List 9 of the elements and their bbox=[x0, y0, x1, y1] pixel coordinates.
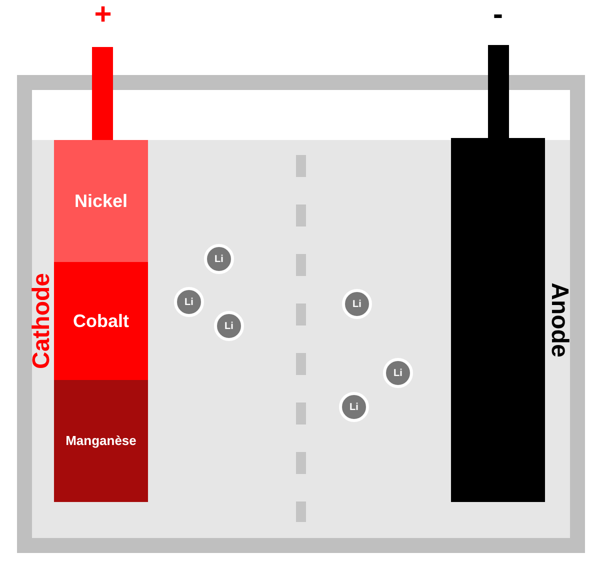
negative-terminal bbox=[488, 45, 509, 138]
positive-terminal bbox=[92, 47, 113, 140]
electrode-label: Cathode bbox=[30, 272, 54, 371]
polarity-sign: - bbox=[492, 0, 504, 30]
polarity-sign: + bbox=[93, 0, 113, 30]
cathode-layer: Manganèse bbox=[54, 380, 148, 502]
electrode-label: Anode bbox=[547, 282, 571, 360]
cathode-layer: Nickel bbox=[54, 140, 148, 262]
cathode-layer: Cobalt bbox=[54, 262, 148, 380]
